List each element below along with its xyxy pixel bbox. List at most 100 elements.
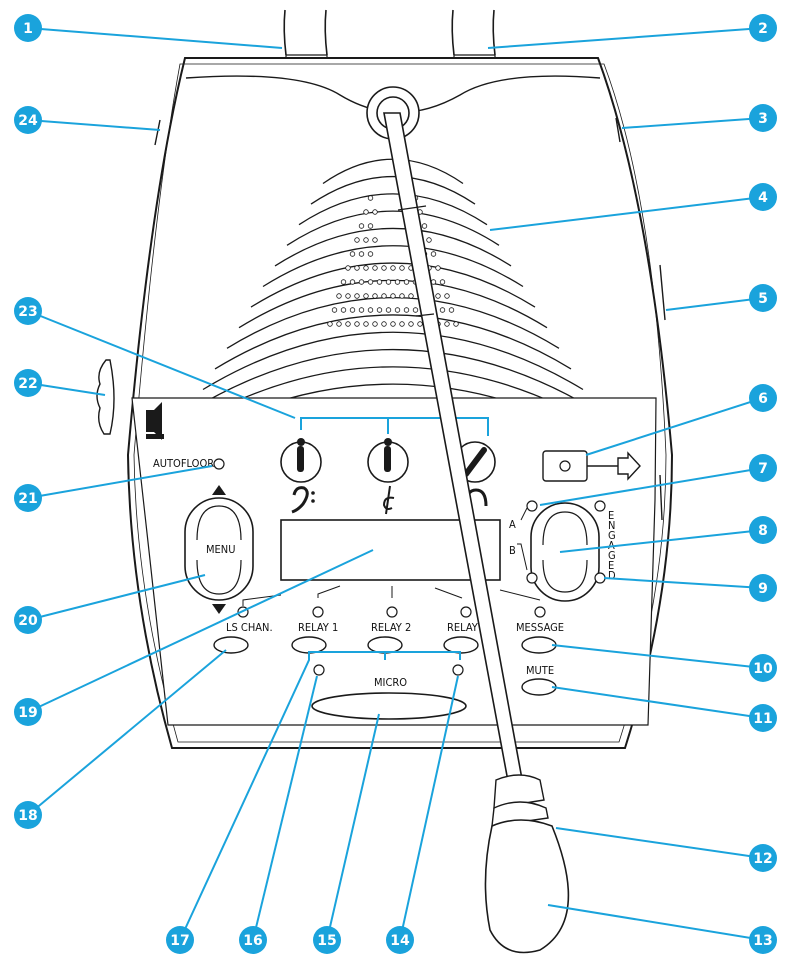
right-arrow-icon xyxy=(587,451,641,481)
treble-knob[interactable] xyxy=(367,438,409,483)
engaged-letter: E xyxy=(608,509,614,522)
antenna-left xyxy=(283,9,328,61)
callout-line xyxy=(27,549,374,713)
callout-badge xyxy=(749,454,777,482)
engaged-led-a xyxy=(594,500,606,512)
channel-a-led xyxy=(526,500,538,512)
callout-line xyxy=(559,529,764,553)
grille-hole xyxy=(394,279,401,285)
grille-hole xyxy=(345,265,351,271)
callout-badge xyxy=(14,606,42,634)
grille-hole xyxy=(444,293,450,299)
callout-badge xyxy=(749,654,777,682)
callout-badge xyxy=(386,926,414,954)
ls-chan-button[interactable] xyxy=(213,636,249,654)
callout-badge xyxy=(749,384,777,412)
grille-hole xyxy=(399,293,405,299)
callout-line xyxy=(27,310,296,419)
grille-hole xyxy=(354,321,360,327)
led-indicator-lines xyxy=(242,585,541,606)
antenna-right xyxy=(451,9,496,61)
callout-number: 2 xyxy=(758,21,768,37)
grille-hole xyxy=(453,321,459,327)
grille-hole xyxy=(417,321,423,327)
callout-number: 18 xyxy=(18,808,37,824)
grille-hole xyxy=(390,321,396,327)
callout-badge xyxy=(14,106,42,134)
callout-number: 20 xyxy=(18,613,38,629)
callout-line xyxy=(399,675,459,941)
grille-hole xyxy=(354,265,360,271)
grille-hole xyxy=(426,237,432,243)
grille-arc xyxy=(274,227,512,267)
callout-line xyxy=(547,904,764,941)
mute-button[interactable] xyxy=(521,678,557,696)
message-button[interactable] xyxy=(521,636,557,654)
volume-wheel[interactable] xyxy=(96,359,115,435)
grille-hole xyxy=(367,307,374,313)
grille-arc xyxy=(262,245,524,288)
grille-hole xyxy=(390,293,396,299)
grille-hole xyxy=(408,293,414,299)
priority-button[interactable] xyxy=(542,450,588,482)
grille-arc xyxy=(202,331,584,391)
channel-a-label: A xyxy=(509,518,516,531)
callout-badge xyxy=(749,574,777,602)
relay2-button[interactable] xyxy=(367,636,403,654)
grille-hole xyxy=(367,223,374,229)
grille-arc xyxy=(214,314,572,370)
grille-hole xyxy=(403,279,410,285)
grille-hole xyxy=(439,307,446,313)
menu-label: MENU xyxy=(206,543,235,556)
message-label: MESSAGE xyxy=(516,621,564,634)
engaged-letter: E xyxy=(608,559,614,572)
grille-hole xyxy=(345,321,351,327)
callout-number: 8 xyxy=(758,523,768,539)
autofloor-label: AUTOFLOOR xyxy=(153,457,214,470)
grille-arc xyxy=(298,193,488,226)
grille-hole xyxy=(372,293,378,299)
relay3-button[interactable] xyxy=(443,636,479,654)
callout-line xyxy=(252,675,318,941)
grille-hole xyxy=(399,265,405,271)
callout-line xyxy=(551,644,764,669)
function-button-row: LS CHAN. RELAY 1 RELAY 2 RELAY 3 MESSAGE… xyxy=(213,606,564,696)
relay1-button[interactable] xyxy=(291,636,327,654)
menu-up-arrow-icon xyxy=(212,485,226,495)
callout-number: 10 xyxy=(753,661,773,677)
micro-area: MICRO xyxy=(311,664,467,720)
micro-button[interactable] xyxy=(311,692,467,720)
grille-hole xyxy=(358,223,365,229)
grille-hole xyxy=(358,279,365,285)
menu-rocker[interactable] xyxy=(184,485,254,614)
knob-bracket xyxy=(300,417,489,436)
callout-number: 21 xyxy=(18,491,37,507)
gooseneck-microphone xyxy=(366,86,570,954)
grille-hole xyxy=(372,321,378,327)
callout-number: 24 xyxy=(18,113,38,129)
callout-line xyxy=(603,577,764,589)
grille-hole xyxy=(408,321,414,327)
callout-badge xyxy=(749,284,777,312)
grille-hole xyxy=(358,251,365,257)
callout-line xyxy=(585,397,764,456)
grille-hole xyxy=(349,279,356,285)
relay2-led xyxy=(386,606,398,618)
callout-badge xyxy=(749,704,777,732)
grille-hole xyxy=(448,307,455,313)
callout-line xyxy=(489,196,764,231)
grille-hole xyxy=(381,265,387,271)
grille-hole xyxy=(336,321,342,327)
callout-badge xyxy=(313,926,341,954)
relay2-label: RELAY 2 xyxy=(371,621,411,634)
menu-down-arrow-icon xyxy=(212,604,226,614)
microphone-capsule xyxy=(484,819,570,954)
grille-hole xyxy=(412,307,419,313)
callout-number: 23 xyxy=(18,304,37,320)
grille-hole xyxy=(340,307,347,313)
grille-hole xyxy=(385,307,392,313)
treble-clef-icon xyxy=(382,485,395,515)
grille-arc xyxy=(286,210,500,246)
grille-hole xyxy=(403,307,410,313)
bass-knob[interactable] xyxy=(280,438,322,483)
